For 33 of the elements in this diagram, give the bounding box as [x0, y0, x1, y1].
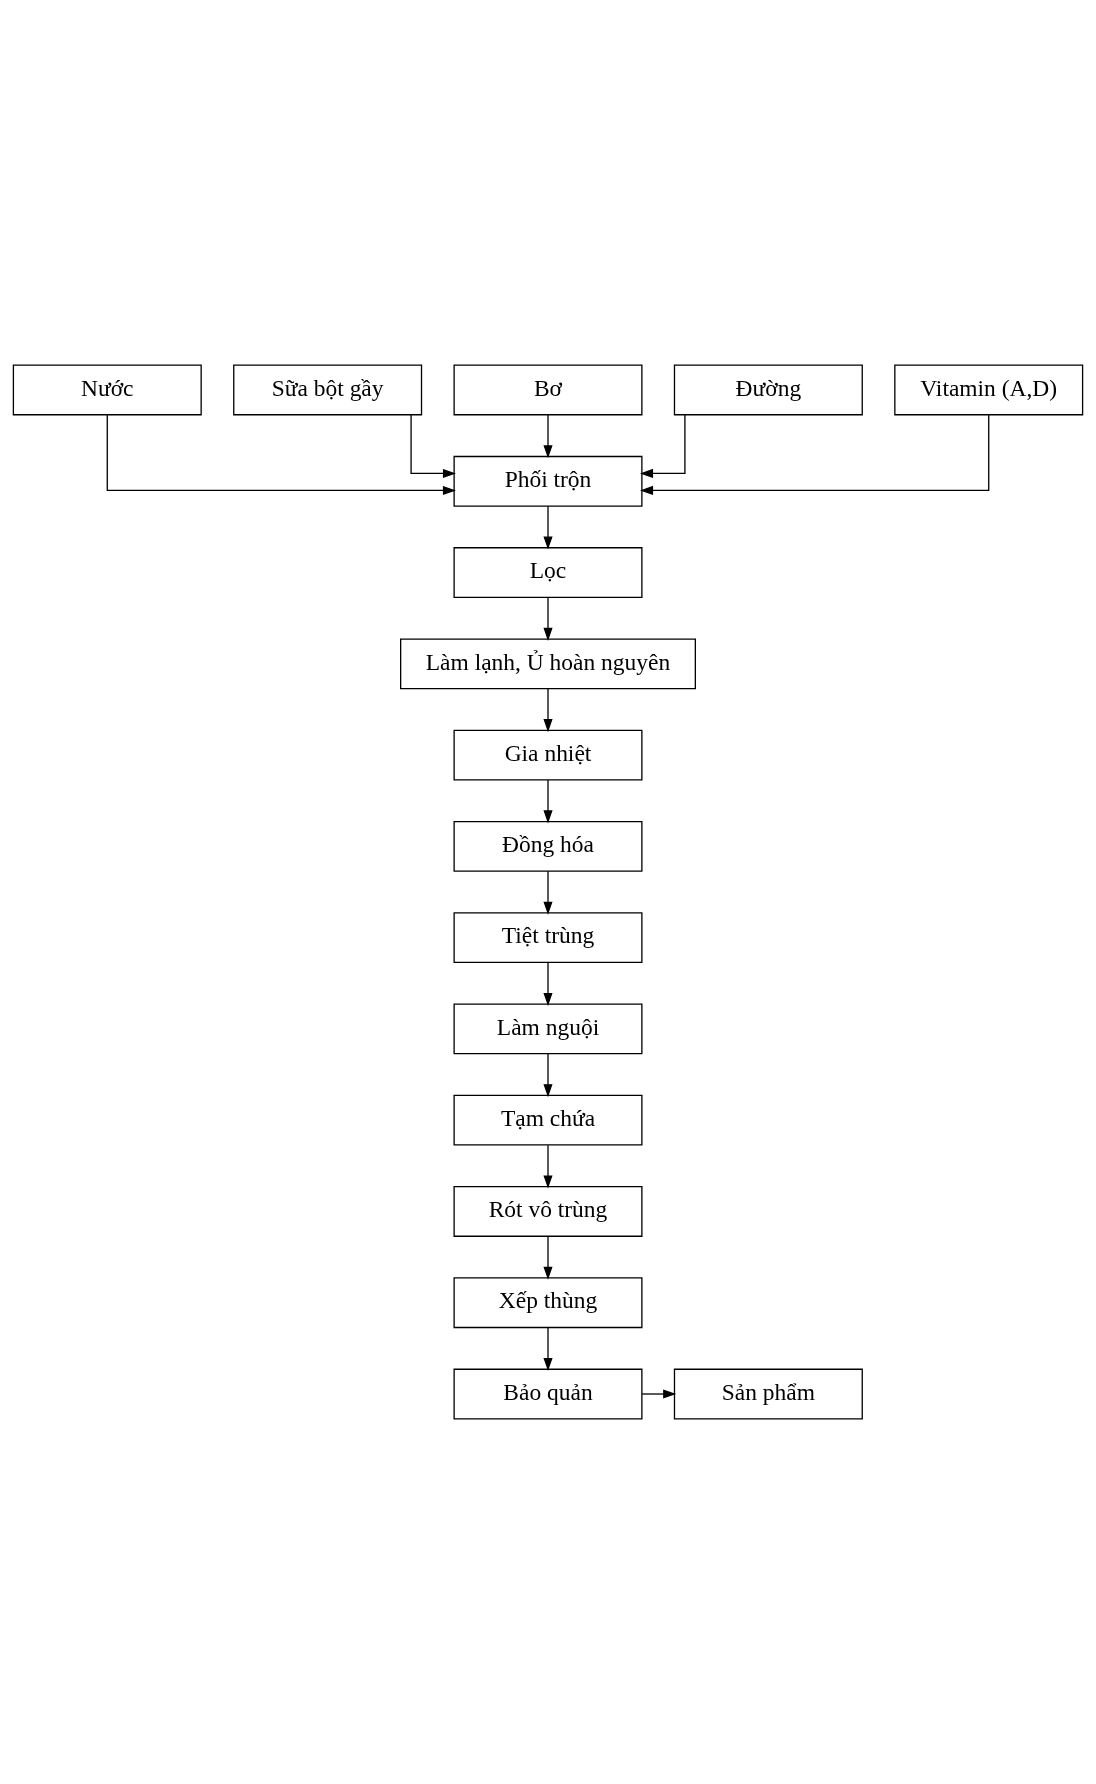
arrow [543, 961, 553, 1006]
node-box: Tiệt trùng [453, 912, 643, 964]
arrow [106, 414, 456, 495]
node-box: Bơ [453, 364, 643, 416]
node-box: Làm lạnh, Ủ hoàn nguyên [400, 638, 696, 690]
arrow [410, 414, 456, 478]
arrow [543, 1053, 553, 1098]
node-box: Nước [12, 364, 202, 416]
arrow [641, 1389, 677, 1399]
arrow [543, 870, 553, 915]
node-box: Phối trộn [453, 455, 643, 507]
arrow [543, 688, 553, 733]
node-box: Sản phẩm [673, 1368, 863, 1420]
arrow [543, 414, 553, 459]
arrow [543, 779, 553, 824]
node-box: Đường [673, 364, 863, 416]
node-box: Tạm chứa [453, 1094, 643, 1146]
node-box: Xếp thùng [453, 1277, 643, 1329]
arrow [543, 596, 553, 641]
arrow [640, 414, 686, 478]
arrow [543, 1327, 553, 1372]
node-box: Gia nhiệt [453, 729, 643, 781]
arrow [640, 414, 990, 495]
arrow [543, 1144, 553, 1189]
node-box: Đồng hóa [453, 820, 643, 872]
arrow [543, 1235, 553, 1280]
node-box: Rót vô trùng [453, 1186, 643, 1237]
node-box: Vitamin (A,D) [894, 364, 1084, 416]
node-box: Sữa bột gầy [233, 364, 423, 416]
arrow [543, 505, 553, 550]
node-box: Lọc [453, 547, 643, 598]
node-box: Bảo quản [453, 1368, 643, 1420]
node-box: Làm nguội [453, 1003, 643, 1055]
